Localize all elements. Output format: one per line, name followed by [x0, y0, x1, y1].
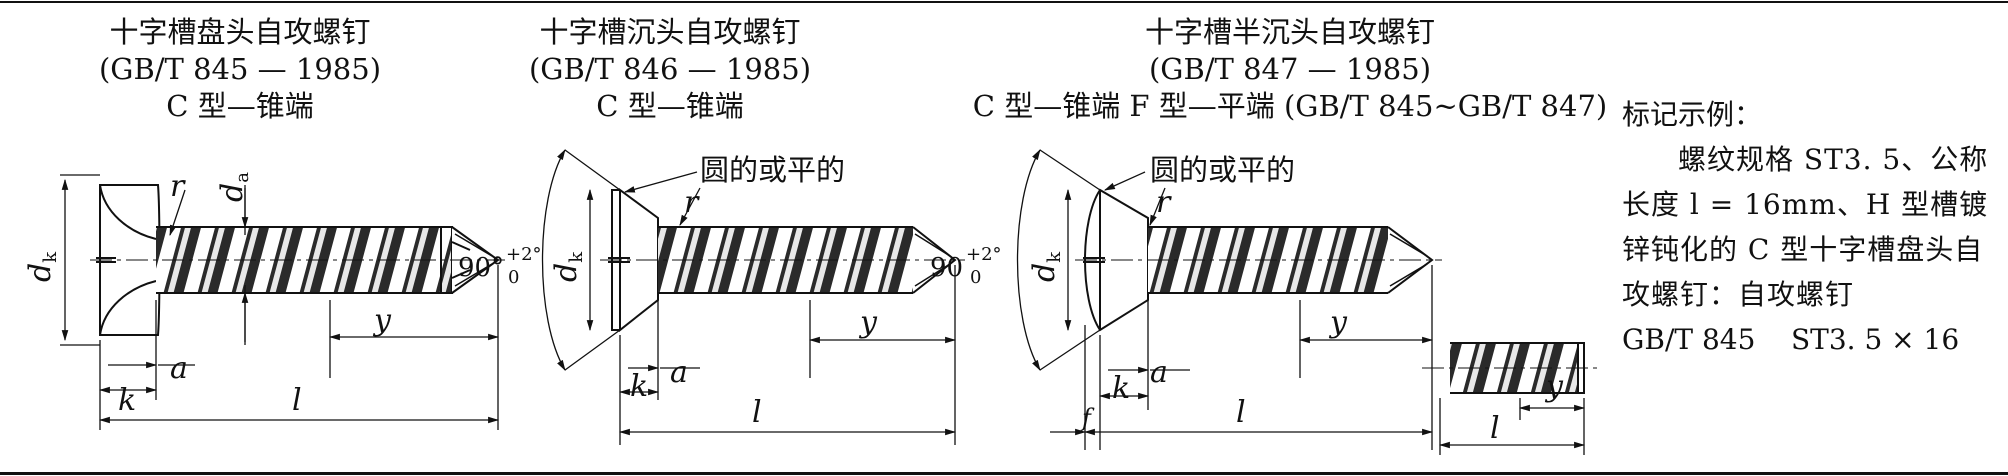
panel1-title: 十字槽盘头自攻螺钉 [109, 15, 371, 49]
panel3-r-label: r [1156, 185, 1172, 220]
panel1-labels: dk da r a k l y [23, 169, 392, 418]
panel2-l-label: l [752, 395, 762, 430]
panel3-dimension-lines [1050, 171, 1434, 450]
panel2-k-label: k [630, 369, 648, 404]
panel3-f-label: f [1080, 404, 1095, 432]
panel3-l-label: l [1236, 395, 1246, 430]
example-body: 螺纹规格 ST3. 5、公称长度 l = 16mm、H 型槽镀锌钝化的 C 型十… [1622, 143, 1989, 311]
panel4-dimension-lines [1438, 398, 1586, 455]
panel1-k-label: k [118, 383, 136, 418]
panel3-callout: 圆的或平的 [1150, 153, 1295, 187]
panel2-a-label: a [670, 355, 688, 390]
panel3-y-label: y [1328, 305, 1348, 340]
panel2-angle-tol-lower: 0 [970, 267, 981, 288]
example-heading: 标记示例： [1622, 98, 1763, 131]
panel1-r-label: r [170, 169, 186, 204]
panel3-a-label: a [1150, 355, 1168, 390]
panel1-angle-tol-lower: 0 [508, 267, 519, 288]
panel2-y-label: y [858, 305, 878, 340]
panel2-screw [541, 149, 965, 371]
top-rule [0, 1, 2008, 3]
panel3-screw [1016, 149, 1442, 371]
panel1-da-label: da [215, 172, 253, 202]
panel3-k-label: k [1112, 371, 1130, 406]
panel1-a-label: a [170, 351, 188, 386]
panel1-angle-label: 90° [458, 253, 504, 283]
panel2-callout: 圆的或平的 [700, 153, 845, 187]
panel4-flat-end-detail [1422, 342, 1600, 394]
panel3-title: 十字槽半沉头自攻螺钉 [1144, 15, 1435, 49]
panel2-title-block: 十字槽沉头自攻螺钉 (GB/T 846 — 1985) C 型—锥端 [505, 14, 835, 125]
panel2-r-label: r [684, 185, 700, 220]
panel1-standard: (GB/T 845 — 1985) [98, 52, 382, 86]
panel2-dimension-lines [586, 171, 957, 445]
panel1-angle: 90° +2° 0 [458, 244, 542, 288]
bottom-rule [0, 472, 2008, 475]
panel3-type: C 型—锥端 F 型—平端 (GB/T 845~GB/T 847) [972, 89, 1608, 123]
panel2-dk-label: dk [549, 251, 587, 282]
panel1-screw [90, 184, 505, 336]
panel3-standard: (GB/T 847 — 1985) [1148, 52, 1432, 86]
panel4-y-label: y [1544, 369, 1564, 404]
panel3-dk-label: dk [1027, 251, 1065, 282]
panel1-dimension-lines [60, 174, 500, 430]
panel3-title-block: 十字槽半沉头自攻螺钉 (GB/T 847 — 1985) C 型—锥端 F 型—… [900, 14, 1680, 125]
panel1-type: C 型—锥端 [166, 89, 314, 123]
panel2-angle: 90 +2° 0 [930, 244, 1002, 288]
panel4-l-label: l [1490, 411, 1500, 446]
panel2-title: 十字槽沉头自攻螺钉 [539, 15, 801, 49]
panel1-title-block: 十字槽盘头自攻螺钉 (GB/T 845 — 1985) C 型—锥端 [75, 14, 405, 125]
panel2-standard: (GB/T 846 — 1985) [528, 52, 812, 86]
panel2-labels: dk r a k l y [549, 185, 878, 430]
example-code: GB/T 845 ST3. 5 × 16 [1622, 323, 1960, 356]
panel1-angle-tol-upper: +2° [506, 244, 542, 265]
marking-example: 标记示例： 螺纹规格 ST3. 5、公称长度 l = 16mm、H 型槽镀锌钝化… [1622, 92, 2007, 362]
panel3-labels: dk r a k f l y [1027, 185, 1348, 432]
panel4-labels: l y [1490, 369, 1564, 446]
panel2-angle-tol-upper: +2° [966, 244, 1002, 265]
panel1-l-label: l [292, 383, 302, 418]
panel2-angle-label: 90 [930, 253, 963, 283]
panel2-type: C 型—锥端 [596, 89, 744, 123]
panel1-y-label: y [372, 303, 392, 338]
panel1-dk-label: dk [23, 251, 61, 282]
